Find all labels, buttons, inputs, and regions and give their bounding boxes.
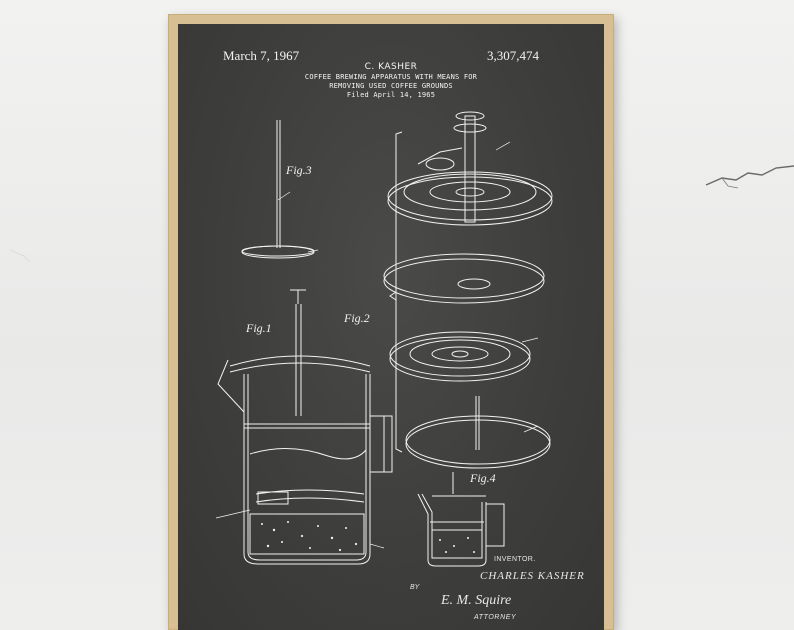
poster-frame: March 7, 1967 3,307,474 C. KASHER COFFEE…	[168, 14, 614, 630]
fig1-coffee-pot	[217, 289, 393, 565]
by-label: BY	[410, 584, 420, 591]
rod-and-disc-50	[405, 396, 551, 469]
fig3-label: Fig.3	[285, 163, 312, 177]
attorney-signature: E. M. Squire	[441, 593, 512, 608]
inventor-label: INVENTOR.	[494, 556, 536, 563]
fig2-label: Fig.2	[343, 311, 370, 325]
fig3-plunger	[241, 120, 315, 259]
leader-lines	[215, 141, 539, 549]
inventor-name: CHARLES KASHER	[480, 570, 585, 582]
filter-disc	[389, 331, 531, 382]
patent-number: 3,307,474	[487, 48, 539, 63]
fig1-label: Fig.1	[245, 321, 272, 335]
fig2-top-assembly	[387, 111, 553, 226]
disc-40	[383, 253, 545, 304]
fig4-label: Fig.4	[469, 471, 496, 485]
coffee-grounds	[261, 521, 475, 553]
attorney-label: ATTORNEY	[474, 614, 517, 621]
patent-drawing: Fig.3 Fig.1 Fig.2 Fig.4	[215, 111, 553, 567]
exploded-bracket	[395, 131, 403, 453]
patent-title-line-1: COFFEE BREWING APPARATUS WITH MEANS FOR	[304, 73, 478, 81]
patent-board: March 7, 1967 3,307,474 C. KASHER COFFEE…	[178, 24, 604, 630]
fig4-small-pot	[417, 472, 505, 567]
inventor-heading: C. KASHER	[364, 62, 418, 72]
patent-date: March 7, 1967	[223, 48, 300, 63]
patent-title-line-2: REMOVING USED COFFEE GROUNDS	[329, 82, 453, 90]
patent-filed-date: Filed April 14, 1965	[346, 91, 436, 99]
